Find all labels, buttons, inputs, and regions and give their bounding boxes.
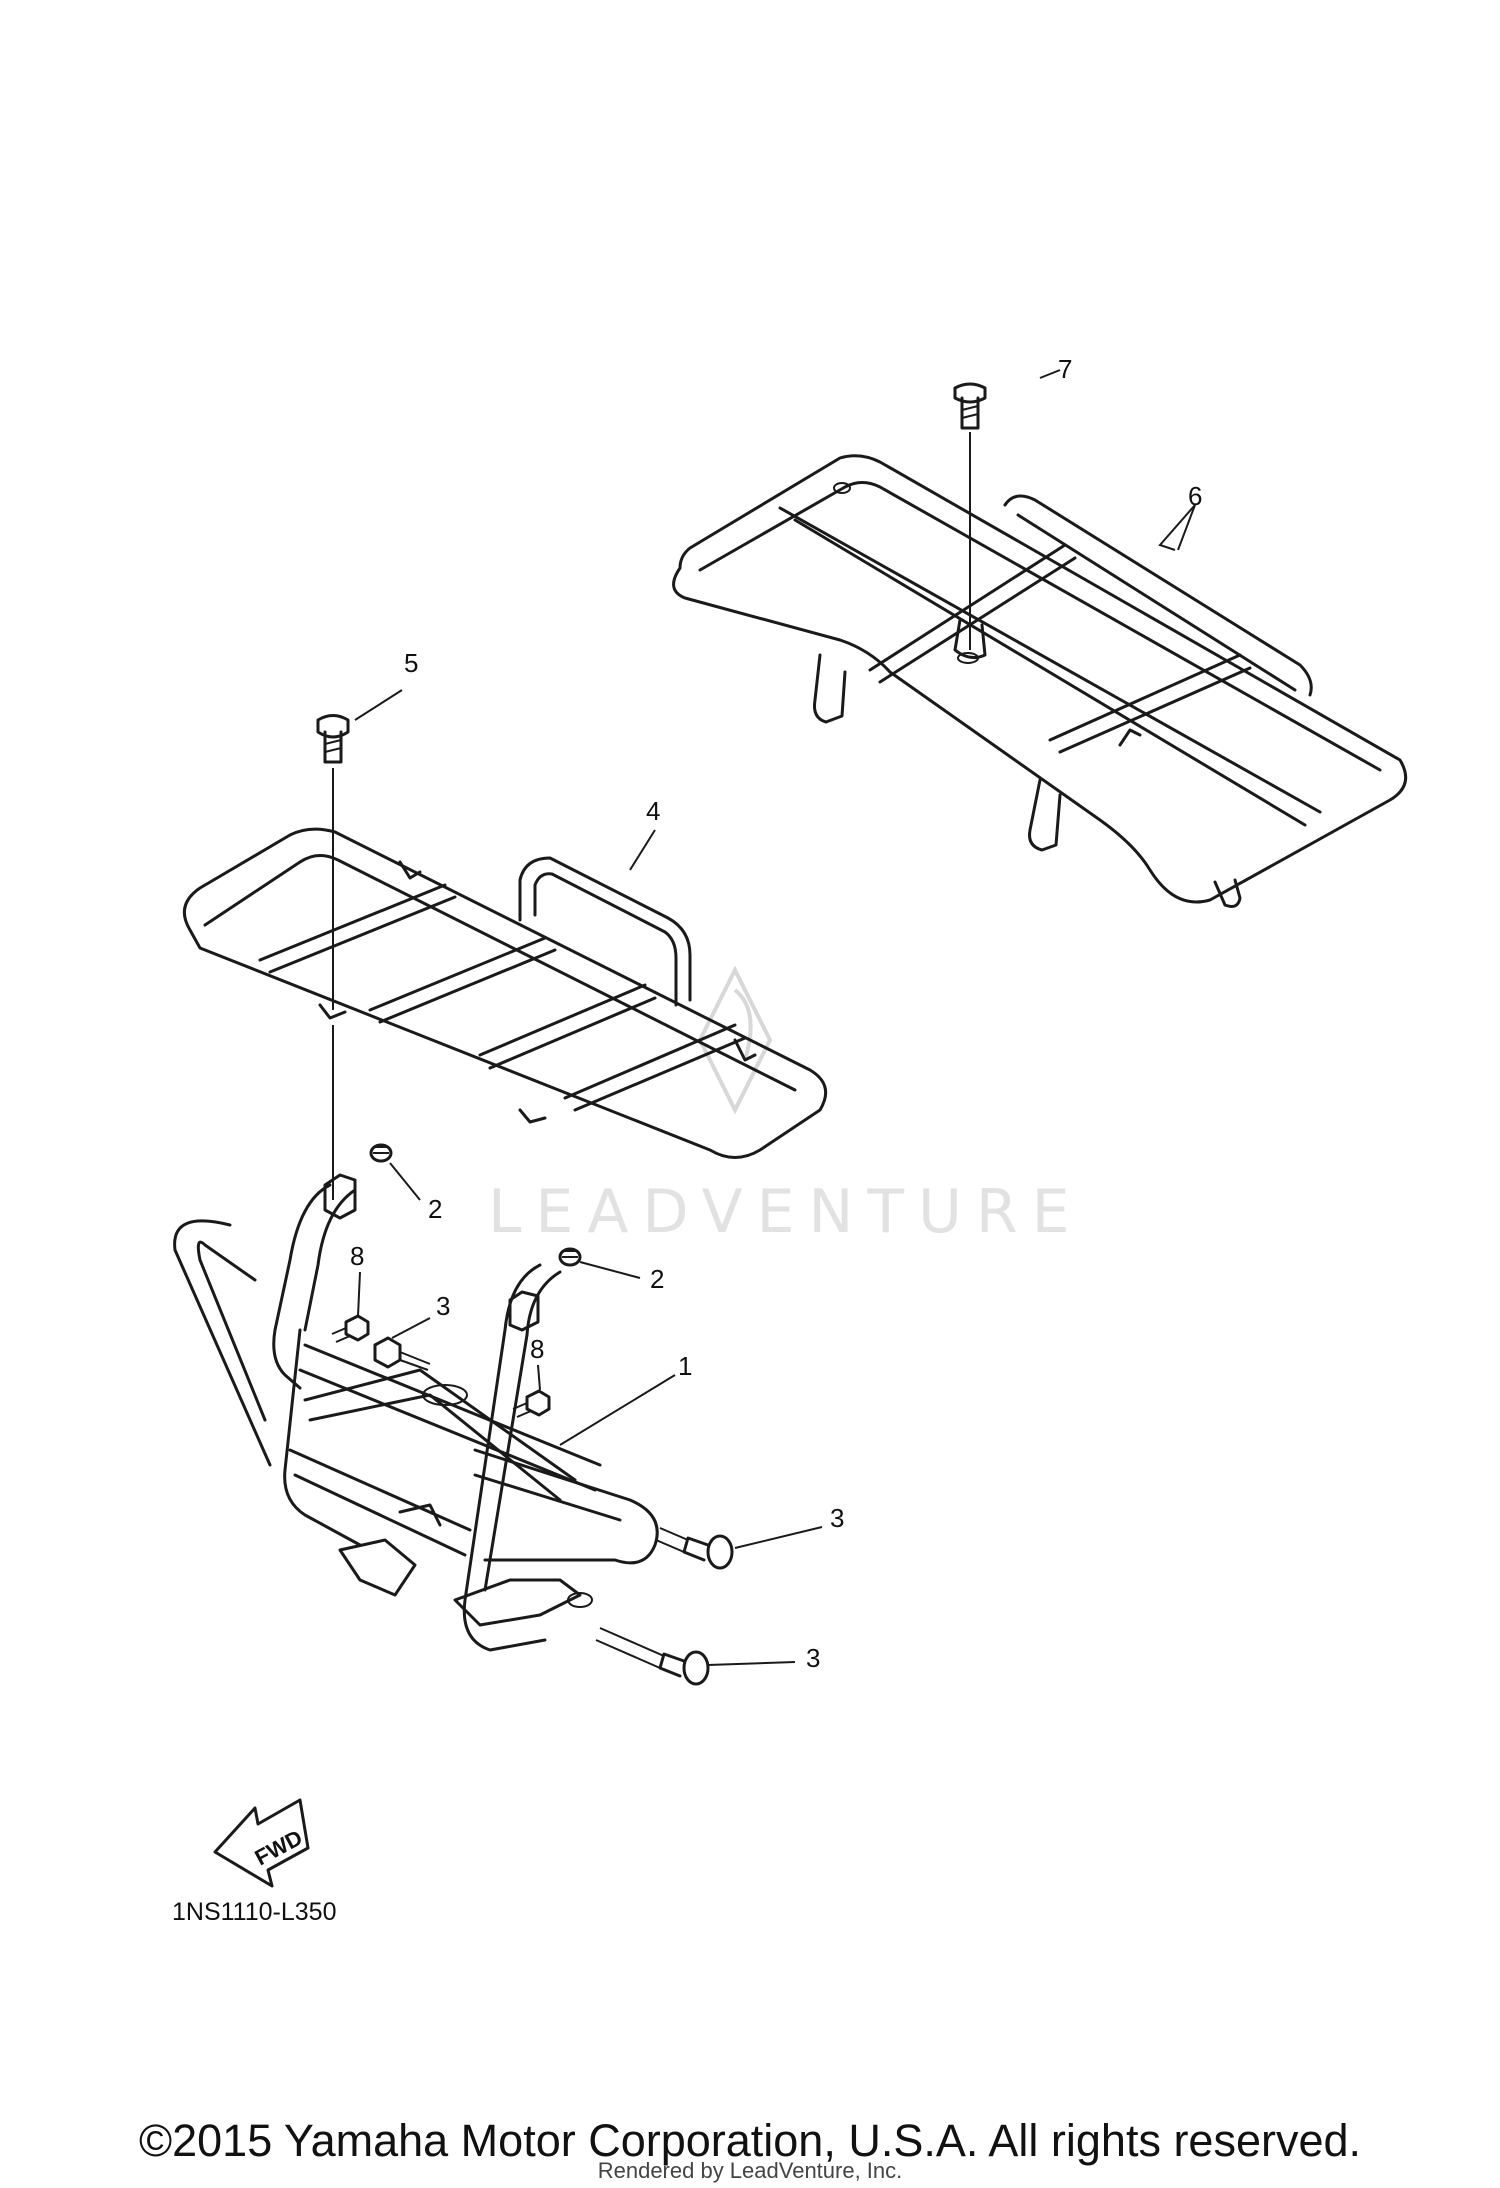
leader-lines (354, 369, 1196, 1666)
copyright-notice: ©2015 Yamaha Motor Corporation, U.S.A. A… (138, 2115, 1362, 2166)
part-2-grommet-b[interactable] (558, 1247, 582, 1267)
callout-6: 6 (1188, 481, 1202, 511)
callout-3b: 3 (830, 1503, 844, 1533)
part-4-front-carrier[interactable] (182, 827, 828, 1159)
part-3-bolt-c[interactable] (595, 1627, 710, 1686)
callout-8a: 8 (350, 1241, 364, 1271)
part-7-bolt[interactable] (953, 382, 987, 430)
callout-1: 1 (678, 1351, 692, 1381)
part-2-grommet-a[interactable] (369, 1143, 393, 1163)
diagram-code: 1NS1110-L350 (172, 1898, 337, 1926)
callout-8b: 8 (530, 1334, 544, 1364)
callout-3a: 3 (436, 1291, 450, 1321)
rendered-by-credit: Rendered by LeadVenture, Inc. (597, 2158, 903, 2183)
part-3-bolt-a[interactable] (373, 1336, 431, 1371)
part-1-carrier-stay[interactable] (173, 1173, 659, 1652)
callout-2a: 2 (428, 1194, 442, 1224)
part-3-bolt-b[interactable] (655, 1527, 734, 1570)
watermark-text: LEADVENTURE (488, 1177, 1084, 1247)
callout-3c: 3 (806, 1643, 820, 1673)
fwd-arrow-icon: FWD (213, 1798, 310, 1888)
callout-5: 5 (404, 648, 418, 678)
part-5-bolt[interactable] (316, 714, 350, 764)
part-6-rear-carrier[interactable] (672, 454, 1408, 908)
leadventure-watermark: LEADVENTURE (488, 965, 1084, 1247)
callout-4: 4 (646, 796, 660, 826)
callout-7: 7 (1058, 354, 1072, 384)
part-8-bolt-a[interactable] (331, 1314, 370, 1343)
part-8-bolt-b[interactable] (512, 1389, 551, 1418)
callout-2b: 2 (650, 1264, 664, 1294)
